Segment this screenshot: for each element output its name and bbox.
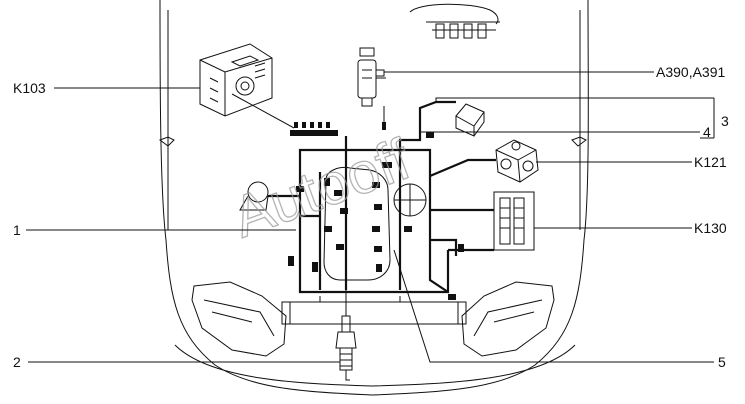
fuel-injector-a390 — [357, 47, 385, 107]
label-3: 3 — [721, 113, 729, 129]
label-4: 4 — [703, 124, 711, 140]
watermark: Autooff — [224, 126, 419, 250]
label-a390-a391: A390,A391 — [656, 64, 725, 80]
left-sensor — [239, 181, 269, 211]
label-5: 5 — [718, 354, 726, 370]
radiator — [281, 296, 467, 325]
harness-connectors — [288, 122, 464, 300]
fuse-box-k130 — [493, 191, 535, 251]
relay-module — [455, 103, 485, 137]
ecu-module-k103 — [199, 43, 273, 117]
callout-leaders — [26, 71, 715, 363]
label-k130: K130 — [694, 220, 727, 236]
label-k103: K103 — [13, 80, 46, 96]
ignition-coil-k121 — [495, 139, 539, 183]
label-1: 1 — [13, 222, 21, 238]
main-wiring-harness — [268, 77, 496, 294]
headlamp-left — [191, 281, 287, 357]
spark-plug — [335, 315, 357, 381]
label-2: 2 — [13, 354, 21, 370]
headlamp-right — [461, 281, 555, 357]
label-k121: K121 — [694, 154, 727, 170]
ecu-harness-connector — [290, 122, 338, 136]
